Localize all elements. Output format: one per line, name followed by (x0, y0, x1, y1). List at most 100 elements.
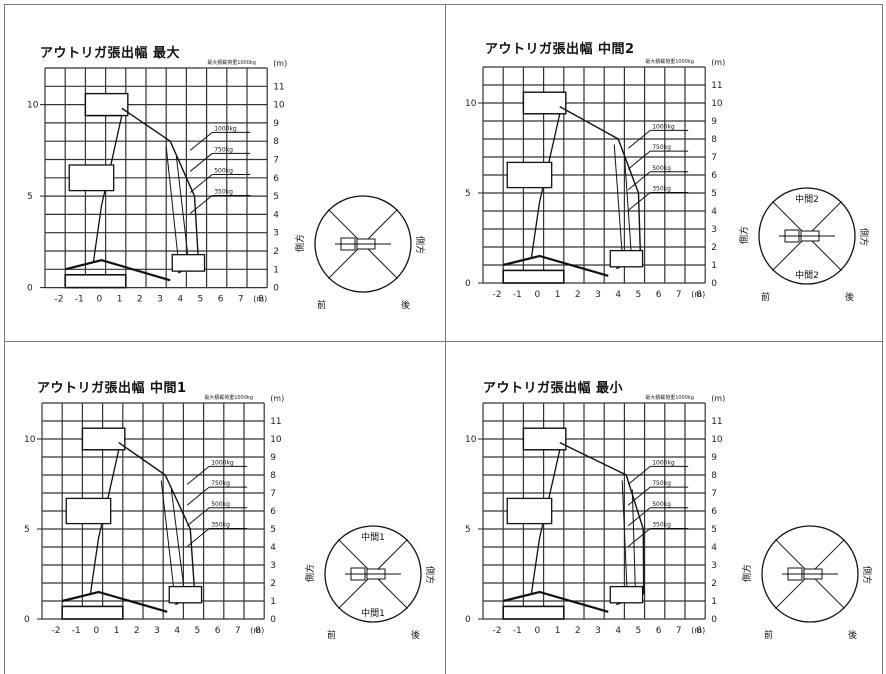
basket-outline (65, 497, 112, 525)
tick-label: 3 (711, 225, 717, 235)
tick-label: 2 (270, 579, 276, 589)
tick-label: 7 (711, 153, 717, 163)
front-label: 前 (317, 299, 326, 311)
load-leader-line (627, 528, 651, 547)
side-label-left: 側方 (741, 564, 753, 582)
load-leader-line (627, 192, 651, 211)
tick-label: 10 (465, 435, 477, 445)
tick-label: 7 (273, 156, 279, 166)
load-limit-line (160, 480, 175, 593)
load-leader-line (627, 150, 651, 170)
tick-label: 0 (465, 615, 471, 625)
load-label: 350kg (211, 522, 230, 529)
tick-label: 8 (273, 137, 279, 147)
tick-label: 1 (555, 626, 561, 636)
lower-basket (171, 254, 206, 272)
load-leader-line (189, 195, 213, 214)
load-leader-line (627, 486, 651, 506)
load-leader-line (189, 153, 213, 172)
tick-label: 1 (273, 265, 279, 275)
basket-outline (506, 161, 553, 189)
load-label: 1000kg (652, 123, 675, 130)
unit-label: (m) (253, 295, 267, 304)
load-leader-line (627, 171, 651, 191)
tick-label: 0 (97, 295, 103, 305)
load-limit-line (623, 153, 632, 257)
sector-label: 中間1 (361, 607, 385, 619)
tick-label: 2 (273, 247, 279, 257)
tick-label: 2 (137, 295, 143, 305)
unit-label: (m) (691, 290, 705, 299)
tick-label: 10 (711, 435, 723, 445)
tick-label: 5 (270, 525, 276, 535)
panel-title: アウトリガ張出幅 最大 (40, 46, 181, 61)
tick-label: 7 (711, 489, 717, 499)
tick-label: 9 (711, 453, 717, 463)
max-load-caption: 最大積載荷重1000kg (645, 394, 694, 401)
tick-label: 3 (157, 295, 163, 305)
tick-label: 8 (270, 471, 276, 481)
tick-label: 7 (676, 626, 682, 636)
tick-label: 7 (235, 626, 241, 636)
tick-label: 4 (615, 290, 621, 300)
tick-label: 5 (24, 525, 30, 535)
tick-label: 6 (270, 507, 276, 517)
tick-label: 2 (575, 626, 581, 636)
tick-label: 2 (711, 579, 717, 589)
tick-label: 11 (711, 417, 722, 427)
tick-label: 3 (270, 561, 276, 571)
tick-label: 0 (711, 615, 717, 625)
tick-label: 10 (27, 101, 39, 111)
lower-basket (609, 585, 644, 604)
load-label: 350kg (214, 189, 233, 196)
tick-label: -1 (72, 626, 81, 636)
panel-title: アウトリガ張出幅 最小 (483, 381, 624, 396)
tick-label: 7 (238, 295, 244, 305)
tick-label: 0 (94, 626, 100, 636)
tick-label: 5 (465, 525, 471, 535)
platform-basket (84, 92, 129, 117)
load-label: 750kg (214, 146, 233, 153)
tick-label: -2 (493, 290, 502, 300)
load-leader-line (186, 528, 210, 547)
load-label: 500kg (652, 501, 671, 508)
boom-base (61, 590, 168, 613)
tick-label: 3 (595, 626, 601, 636)
load-label: 750kg (652, 144, 671, 151)
load-leader-line (627, 507, 651, 527)
working-envelope (559, 105, 642, 270)
max-load-caption: 最大積載荷重1000kg (645, 58, 694, 65)
tick-label: 1 (711, 597, 717, 607)
tick-label: 6 (711, 171, 717, 181)
rear-label: 後 (845, 291, 854, 303)
tick-label: 0 (24, 615, 30, 625)
unit-label: (m) (691, 626, 705, 635)
tick-label: 2 (575, 290, 581, 300)
tick-label: 0 (27, 284, 33, 294)
tick-label: 4 (273, 210, 279, 220)
tick-label: 6 (656, 626, 662, 636)
tick-label: 6 (273, 174, 279, 184)
tick-label: 1 (711, 261, 717, 271)
load-leader-line (186, 507, 210, 527)
tick-label: 9 (273, 119, 279, 129)
rear-label: 後 (848, 629, 857, 641)
front-label: 前 (764, 629, 773, 641)
tick-label: 3 (711, 561, 717, 571)
tick-label: 11 (711, 81, 722, 91)
tick-label: 10 (711, 99, 723, 109)
load-label: 350kg (652, 186, 671, 193)
unit-label: (m) (250, 626, 264, 635)
max-load-caption: 最大積載荷重1000kg (204, 394, 253, 401)
tick-label: 0 (535, 626, 541, 636)
tick-label: 5 (711, 189, 717, 199)
panel-title: アウトリガ張出幅 中間2 (485, 42, 635, 57)
tick-label: 0 (273, 284, 279, 294)
tick-label: -1 (513, 626, 522, 636)
load-label: 750kg (211, 480, 230, 487)
load-label: 500kg (214, 167, 233, 174)
tick-label: 8 (696, 626, 702, 636)
tick-label: 5 (465, 189, 471, 199)
rear-label: 後 (401, 299, 410, 311)
tick-label: 1 (117, 295, 123, 305)
